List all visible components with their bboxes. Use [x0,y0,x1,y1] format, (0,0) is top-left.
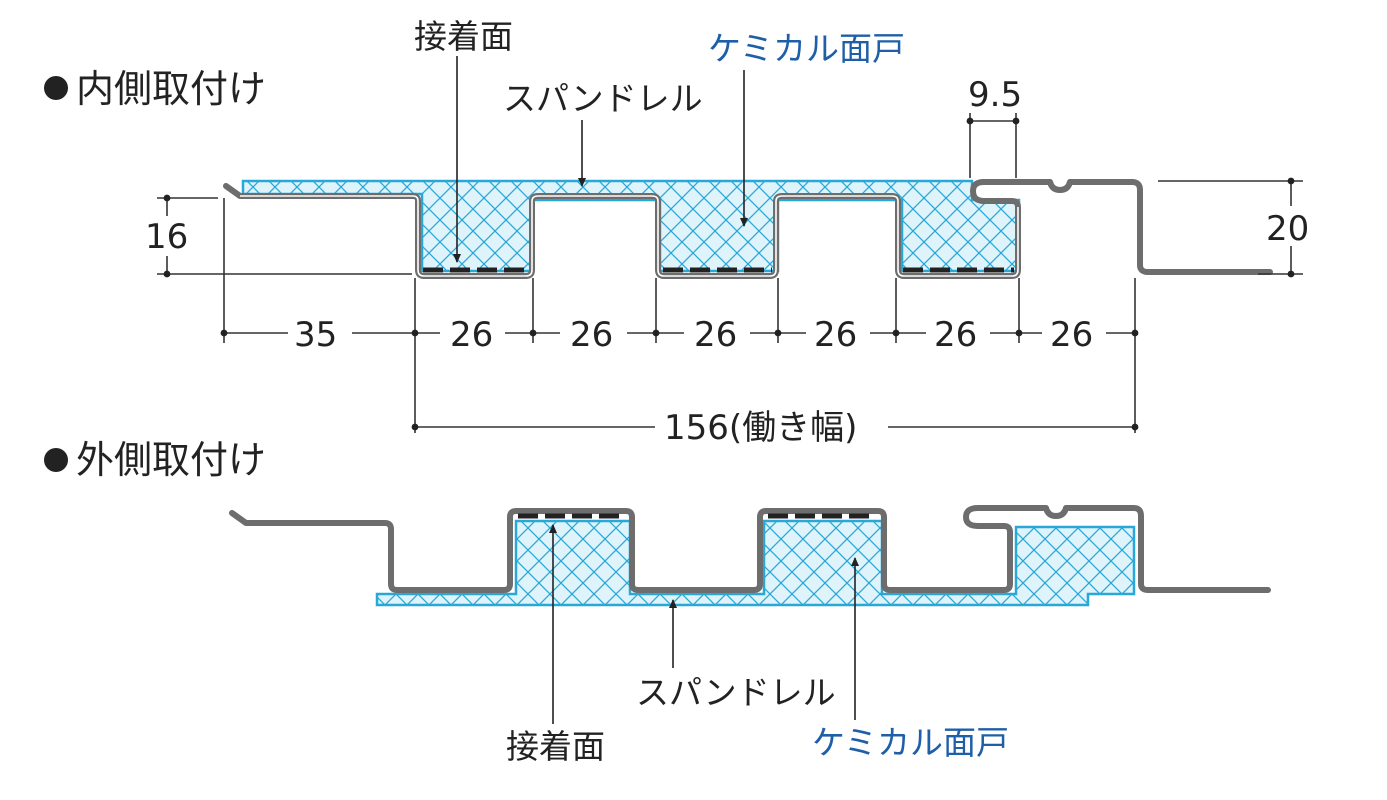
dim-dot [1287,270,1295,278]
dim-dot [1287,177,1295,185]
outer-label-adhesive: 接着面 [506,727,605,766]
dim-dot [652,329,660,337]
outer-label-chemical-door: ケミカル面戸 [812,723,1009,762]
outer-spandrel-profile [229,505,1271,593]
outer-foam-strip [375,519,1136,607]
dim-dot [1131,423,1139,431]
inner-mount-drawing [223,179,1273,279]
dim-chain: 35 26 26 26 26 26 26 156(働き幅) [220,198,1139,448]
bullet-icon [44,76,68,100]
dim-dot [966,117,974,125]
inner-label-spandrel: スパンドレル [503,79,703,118]
dim-26-6: 26 [1050,315,1093,355]
section-title-inner: 内側取付け [76,67,266,111]
dim-26-2: 26 [570,315,613,355]
dim-dot [163,270,171,278]
inner-label-chemical-door: ケミカル面戸 [708,29,905,68]
section-title-outer: 外側取付け [76,438,266,482]
dim-dot [411,329,419,337]
dim-dot [220,329,228,337]
inner-label-adhesive: 接着面 [414,17,513,56]
bullet-icon [44,448,68,472]
dim-dot [892,329,900,337]
dim-dot [774,329,782,337]
dim-26-3: 26 [694,315,737,355]
dim-20: 20 [1266,209,1309,249]
dim-35: 35 [294,315,337,355]
outer-mount-drawing [229,505,1271,607]
dim-dot [1012,117,1020,125]
dim-dot [529,329,537,337]
dim-26-5: 26 [934,315,977,355]
dim-dot [163,194,171,202]
dim-26-1: 26 [450,315,493,355]
dim-26-4: 26 [814,315,857,355]
dim-156-working-width: 156(働き幅) [664,408,857,448]
inner-profile-highlight [240,195,1019,277]
dim-dot [411,423,419,431]
outer-label-spandrel: スパンドレル [636,673,836,712]
dim-16: 16 [145,217,188,257]
dim-dot [1015,329,1023,337]
dim-9-5: 9.5 [968,75,1022,115]
dim-dot [1131,329,1139,337]
